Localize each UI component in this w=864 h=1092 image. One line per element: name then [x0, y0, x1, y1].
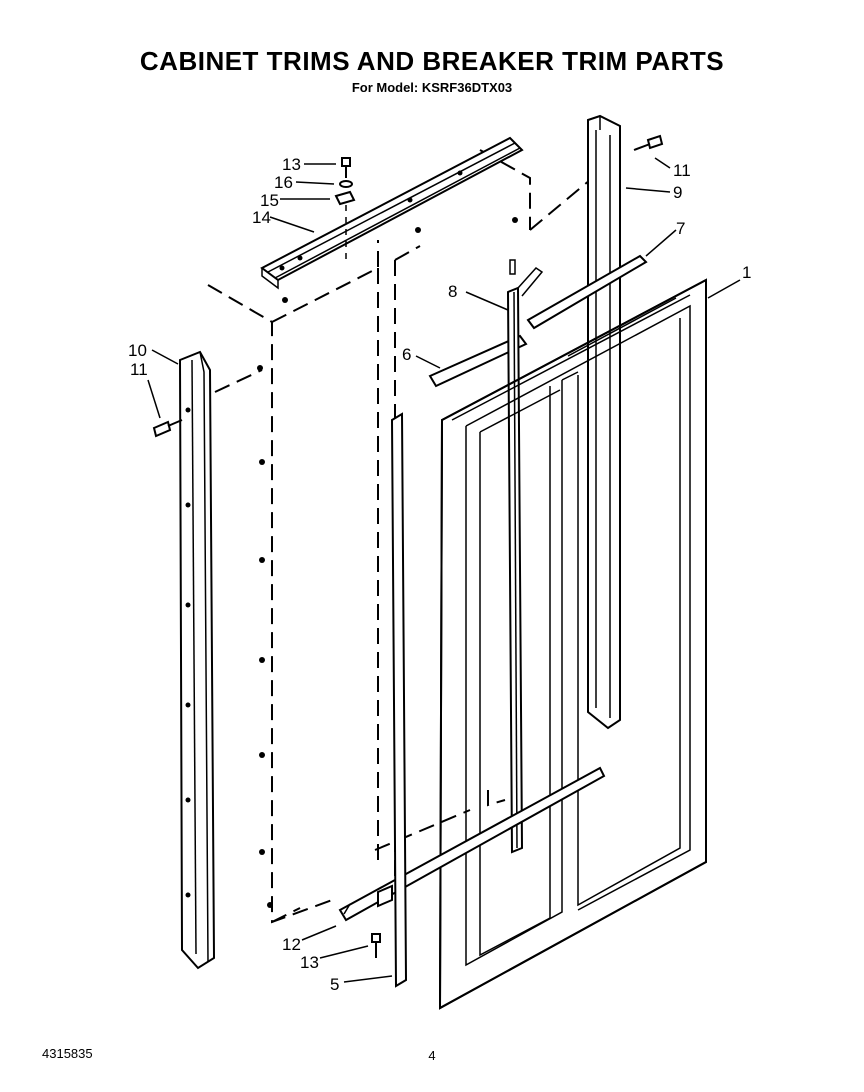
callout-13-bottom: 13 [300, 953, 319, 972]
cabinet-hole [259, 849, 265, 855]
part-11-screw-top [633, 134, 664, 151]
part-9-right-trim [587, 114, 621, 730]
callout-1: 1 [742, 263, 751, 282]
part-13-screw-top [341, 157, 351, 178]
callout-16: 16 [274, 173, 293, 192]
callout-15: 15 [260, 191, 279, 210]
part-11-screw-left [152, 419, 183, 438]
cabinet-hole [267, 902, 273, 908]
callout-9: 9 [673, 183, 682, 202]
part-10-left-trim [178, 350, 216, 970]
callout-6: 6 [402, 345, 411, 364]
part-7-breaker-trim [526, 254, 648, 330]
cabinet-hole [259, 752, 265, 758]
cabinet-hole [259, 657, 265, 663]
part-15-clip [334, 190, 356, 265]
callout-14: 14 [252, 208, 271, 227]
part-13-screw-bottom [371, 933, 381, 958]
cabinet-hole [259, 459, 265, 465]
diagram-title: CABINET TRIMS AND BREAKER TRIM PARTS [139, 46, 725, 76]
part-1-breaker-frame [438, 278, 707, 1010]
callout-8: 8 [448, 282, 457, 301]
part-6-breaker-trim [428, 334, 528, 388]
callout-12: 12 [282, 935, 301, 954]
page-number: 4 [428, 1048, 436, 1063]
callout-11-left: 11 [130, 360, 148, 379]
callout-7: 7 [676, 219, 685, 238]
callout-10: 10 [128, 341, 147, 360]
part-12-bracket [377, 884, 393, 908]
part-5-vertical-strip [390, 412, 408, 988]
part-14-top-trim [260, 136, 524, 303]
cabinet-hole [257, 365, 263, 371]
model-subtitle: For Model: KSRF36DTX03 [351, 80, 513, 95]
cabinet-hole [259, 557, 265, 563]
leader-lines [147, 157, 741, 983]
document-number: 4315835 [42, 1046, 93, 1061]
cabinet-outline [207, 149, 591, 924]
callout-11-top: 11 [673, 161, 691, 180]
callout-13-top: 13 [282, 155, 301, 174]
part-8-mullion [506, 259, 544, 854]
part-16-washer [339, 180, 353, 188]
callout-5: 5 [330, 975, 339, 994]
